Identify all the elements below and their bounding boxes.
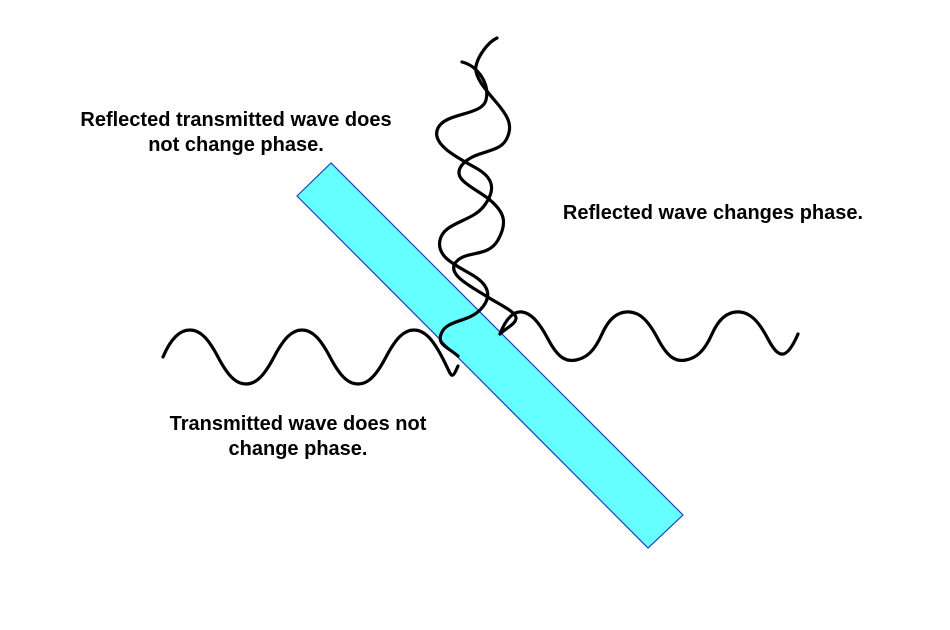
glass-plate bbox=[296, 162, 684, 549]
transmitted-wave-left bbox=[161, 328, 460, 386]
reflected-wave-label: Reflected wave changes phase. bbox=[563, 202, 863, 224]
reflected-transmitted-label-line1: Reflected transmitted wave does bbox=[80, 109, 391, 131]
transmitted-label-line1: Transmitted wave does not bbox=[170, 413, 427, 435]
transmitted-wave-right bbox=[498, 310, 800, 363]
transmitted-label-line2: change phase. bbox=[229, 438, 368, 460]
reflected-transmitted-label-line2: not change phase. bbox=[148, 134, 324, 156]
reflected-transmitted-wave bbox=[435, 60, 494, 358]
